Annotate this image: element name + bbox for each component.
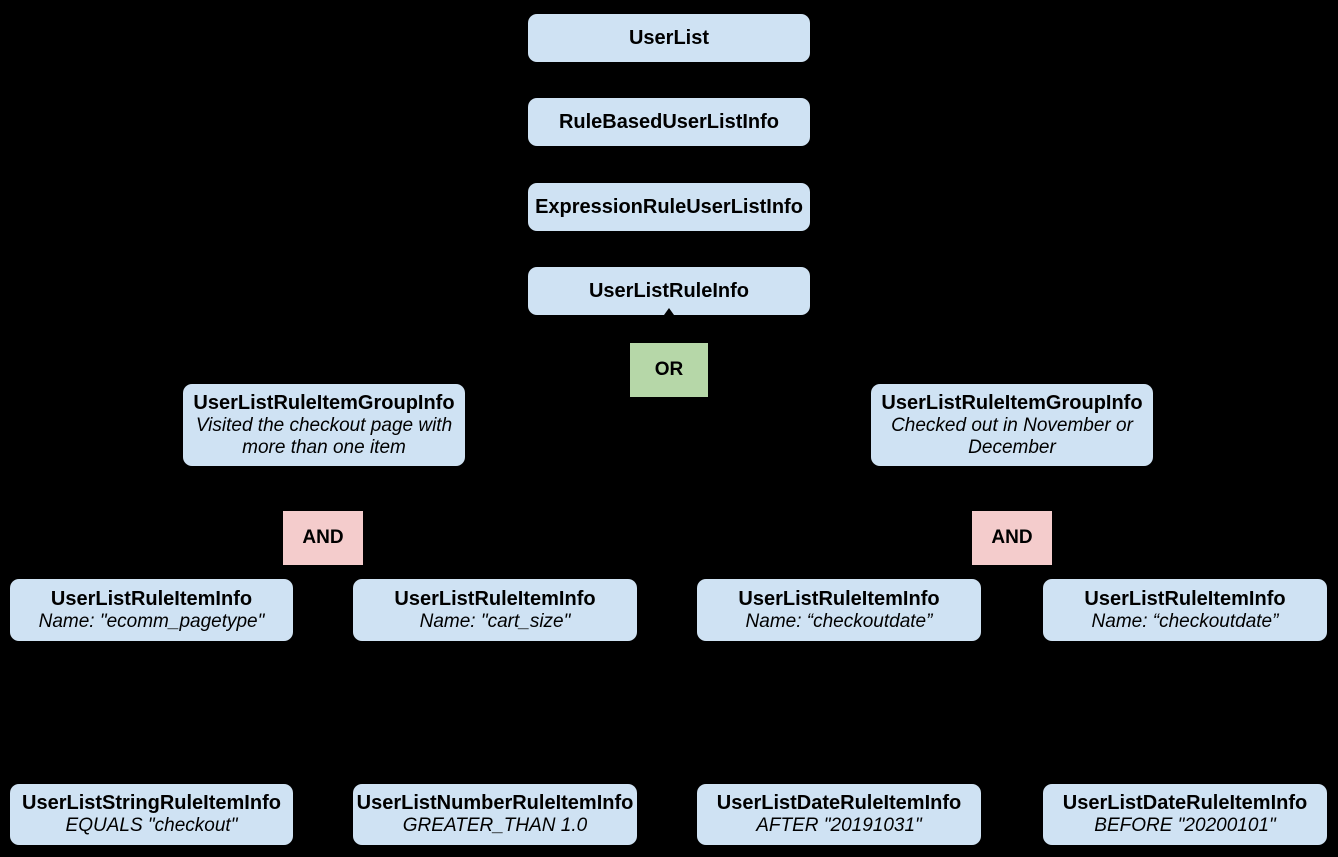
node-number-ruleitem: UserListNumberRuleItemInfo GREATER_THAN … — [353, 784, 637, 845]
node-ruleitem-subtitle: Name: “checkoutdate” — [745, 610, 933, 632]
node-operand-title: UserListDateRuleItemInfo — [716, 792, 962, 815]
node-operand-title: UserListStringRuleItemInfo — [22, 792, 281, 815]
node-date-ruleitem-after: UserListDateRuleItemInfo AFTER "20191031… — [697, 784, 981, 845]
or-operator: OR — [630, 343, 708, 397]
node-userlist: UserList — [528, 14, 810, 62]
and-operator-right: AND — [972, 511, 1052, 565]
node-operand-title: UserListDateRuleItemInfo — [1062, 792, 1308, 815]
node-ruleitem-title: UserListRuleItemInfo — [50, 587, 253, 610]
node-group-right: UserListRuleItemGroupInfo Checked out in… — [871, 384, 1153, 466]
node-string-ruleitem: UserListStringRuleItemInfo EQUALS "check… — [10, 784, 293, 845]
node-userlist-label: UserList — [628, 27, 710, 49]
node-ruleitem-checkoutdate-1: UserListRuleItemInfo Name: “checkoutdate… — [697, 579, 981, 641]
or-operator-label: OR — [654, 359, 684, 380]
node-operand-title: UserListNumberRuleItemInfo — [356, 792, 634, 815]
node-group-right-description: Checked out in November or December — [891, 414, 1133, 458]
node-date-ruleitem-before: UserListDateRuleItemInfo BEFORE "2020010… — [1043, 784, 1327, 845]
node-ruleitem-title: UserListRuleItemInfo — [738, 587, 940, 610]
connector-notch-icon — [664, 308, 674, 315]
node-expressionruleuserlistinfo-label: ExpressionRuleUserListInfo — [535, 196, 803, 218]
node-ruleitem-subtitle: Name: “checkoutdate” — [1091, 610, 1279, 632]
node-group-left-title: UserListRuleItemGroupInfo — [193, 391, 455, 414]
node-ruleitem-checkoutdate-2: UserListRuleItemInfo Name: “checkoutdate… — [1043, 579, 1327, 641]
node-ruleitem-ecomm-pagetype: UserListRuleItemInfo Name: "ecomm_pagety… — [10, 579, 293, 641]
node-group-left-description: Visited the checkout page with more than… — [195, 414, 453, 458]
node-operand-subtitle: BEFORE "20200101" — [1094, 815, 1276, 837]
node-userlistruleinfo-label: UserListRuleInfo — [588, 280, 750, 302]
node-userlistruleinfo: UserListRuleInfo — [528, 267, 810, 315]
and-operator-right-label: AND — [991, 527, 1033, 548]
node-ruleitem-cart-size: UserListRuleItemInfo Name: "cart_size" — [353, 579, 637, 641]
node-rulebaseduserlistinfo: RuleBasedUserListInfo — [528, 98, 810, 146]
node-ruleitem-title: UserListRuleItemInfo — [1084, 587, 1286, 610]
node-ruleitem-subtitle: Name: "cart_size" — [419, 610, 571, 632]
node-operand-subtitle: EQUALS "checkout" — [65, 815, 238, 837]
and-operator-left-label: AND — [302, 527, 344, 548]
node-operand-subtitle: AFTER "20191031" — [756, 815, 922, 837]
and-operator-left: AND — [283, 511, 363, 565]
node-ruleitem-title: UserListRuleItemInfo — [394, 587, 596, 610]
node-group-left: UserListRuleItemGroupInfo Visited the ch… — [183, 384, 465, 466]
node-expressionruleuserlistinfo: ExpressionRuleUserListInfo — [528, 183, 810, 231]
node-rulebaseduserlistinfo-label: RuleBasedUserListInfo — [558, 111, 780, 133]
node-ruleitem-subtitle: Name: "ecomm_pagetype" — [38, 610, 265, 632]
node-operand-subtitle: GREATER_THAN 1.0 — [402, 815, 588, 837]
node-group-right-title: UserListRuleItemGroupInfo — [881, 391, 1143, 414]
